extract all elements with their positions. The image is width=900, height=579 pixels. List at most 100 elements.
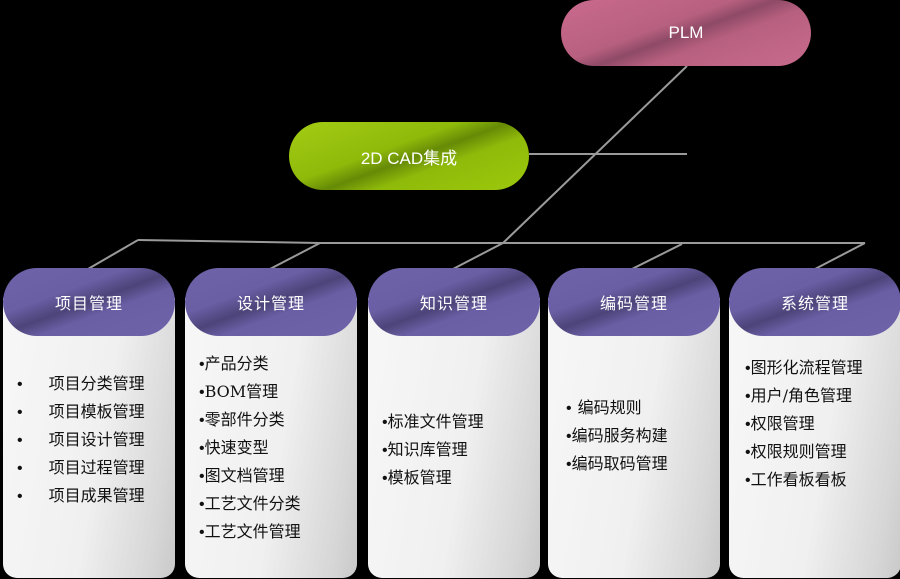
list-item: •编码服务构建 [566, 422, 738, 450]
module-item-list: • 项目分类管理 • 项目模板管理 • 项目设计管理 • 项目过程管理 • 项目成果管理 [3, 370, 175, 510]
connector-module-3 [452, 242, 504, 270]
list-item: •快速变型 [199, 434, 371, 462]
list-item: • 项目成果管理 [3, 482, 175, 510]
list-item: •编码取码管理 [566, 450, 738, 478]
module-item-list: •图形化流程管理 •用户/角色管理 •权限管理 •权限规则管理 •工作看板看板 [729, 354, 900, 494]
bullet-icon: • [745, 416, 751, 433]
bullet-icon: • [17, 432, 23, 449]
bullet-icon: • [566, 400, 572, 417]
list-item: •BOM管理 [199, 378, 371, 406]
item-label: 项目过程管理 [48, 458, 145, 477]
plm-label: PLM [668, 23, 704, 42]
list-item: •用户/角色管理 [745, 382, 900, 410]
bullet-icon: • [566, 456, 572, 473]
module-system-management: 系统管理 •图形化流程管理 •用户/角色管理 •权限管理 •权限规则管理 •工作… [729, 268, 900, 578]
item-label: 标准文件管理 [387, 412, 484, 431]
connector-module-5 [814, 242, 866, 270]
bullet-icon: • [199, 356, 205, 373]
list-item: •标准文件管理 [382, 408, 554, 436]
bullet-icon: • [199, 524, 205, 541]
list-item: •工作看板看板 [745, 466, 900, 494]
module-card [729, 298, 900, 578]
bullet-icon: • [566, 428, 572, 445]
bullet-icon: • [745, 472, 751, 489]
list-item: • 项目分类管理 [3, 370, 175, 398]
connector-module-4 [631, 243, 683, 270]
module-knowledge-management: 知识管理 •标准文件管理 •知识库管理 •模板管理 [368, 268, 540, 578]
bullet-icon: • [745, 388, 751, 405]
bullet-icon: • [382, 414, 388, 431]
module-header: 项目管理 [3, 268, 175, 336]
module-header: 知识管理 [368, 268, 540, 336]
module-code-management: 编码管理 •编码规则 •编码服务构建 •编码取码管理 [548, 268, 720, 578]
item-label: 编码规则 [577, 398, 642, 417]
list-item: •模板管理 [382, 464, 554, 492]
bullet-icon: • [17, 404, 23, 421]
item-label: 产品分类 [204, 354, 269, 373]
module-project-management: 项目管理 • 项目分类管理 • 项目模板管理 • 项目设计管理 • 项目过程管理 • 项目… [3, 268, 175, 578]
item-label: 编码取码管理 [571, 454, 668, 473]
module-item-list: •产品分类 •BOM管理 •零部件分类 •快速变型 •图文档管理 •工艺文件分类… [185, 350, 371, 546]
item-label: 项目成果管理 [48, 486, 145, 505]
item-label: 工作看板看板 [750, 470, 847, 489]
item-label: 项目分类管理 [48, 374, 145, 393]
bullet-icon: • [199, 384, 205, 401]
item-label: 知识库管理 [387, 440, 468, 459]
item-label: 模板管理 [387, 468, 452, 487]
list-item: •权限规则管理 [745, 438, 900, 466]
module-header: 设计管理 [185, 268, 357, 336]
cad-integration-label: 2D CAD集成 [360, 148, 458, 168]
bullet-icon: • [199, 412, 205, 429]
list-item: •工艺文件分类 [199, 490, 371, 518]
item-label: 零部件分类 [204, 410, 285, 429]
list-item: •图形化流程管理 [745, 354, 900, 382]
bullet-icon: • [17, 488, 23, 505]
list-item: • 项目设计管理 [3, 426, 175, 454]
plm-node: PLM [561, 0, 811, 66]
list-item: •知识库管理 [382, 436, 554, 464]
list-item: • 编码规则 [566, 394, 738, 422]
list-item: •图文档管理 [199, 462, 371, 490]
item-label: 工艺文件分类 [204, 494, 301, 513]
module-card [368, 298, 540, 578]
item-label: BOM管理 [204, 382, 279, 401]
item-label: 快速变型 [204, 438, 269, 457]
module-card [185, 298, 357, 578]
bullet-icon: • [17, 376, 23, 393]
module-card [548, 298, 720, 578]
list-item: •零部件分类 [199, 406, 371, 434]
bullet-icon: • [17, 460, 23, 477]
bullet-icon: • [745, 444, 751, 461]
connector-module-2 [269, 242, 321, 270]
item-label: 工艺文件管理 [204, 522, 301, 541]
item-label: 编码服务构建 [571, 426, 668, 445]
item-label: 项目模板管理 [48, 402, 145, 421]
item-label: 图文档管理 [204, 466, 285, 485]
module-design-management: 设计管理 •产品分类 •BOM管理 •零部件分类 •快速变型 •图文档管理 •工… [185, 268, 357, 578]
list-item: •工艺文件管理 [199, 518, 371, 546]
module-header: 系统管理 [729, 268, 900, 336]
item-label: 项目设计管理 [48, 430, 145, 449]
list-item: • 项目过程管理 [3, 454, 175, 482]
item-label: 权限规则管理 [750, 442, 847, 461]
bullet-icon: • [382, 470, 388, 487]
connector-bus [137, 239, 865, 244]
module-item-list: •编码规则 •编码服务构建 •编码取码管理 [548, 394, 738, 478]
cad-integration-node: 2D CAD集成 [289, 122, 529, 190]
list-item: • 项目模板管理 [3, 398, 175, 426]
module-header: 编码管理 [548, 268, 720, 336]
bullet-icon: • [382, 442, 388, 459]
list-item: •产品分类 [199, 350, 371, 378]
module-card [3, 298, 175, 578]
module-item-list: •标准文件管理 •知识库管理 •模板管理 [368, 408, 554, 492]
connector-module-1 [87, 239, 139, 270]
item-label: 图形化流程管理 [750, 358, 863, 377]
list-item: •权限管理 [745, 410, 900, 438]
bullet-icon: • [745, 360, 751, 377]
bullet-icon: • [199, 468, 205, 485]
bullet-icon: • [199, 496, 205, 513]
item-label: 权限管理 [750, 414, 815, 433]
item-label: 用户/角色管理 [750, 386, 853, 405]
bullet-icon: • [199, 440, 205, 457]
